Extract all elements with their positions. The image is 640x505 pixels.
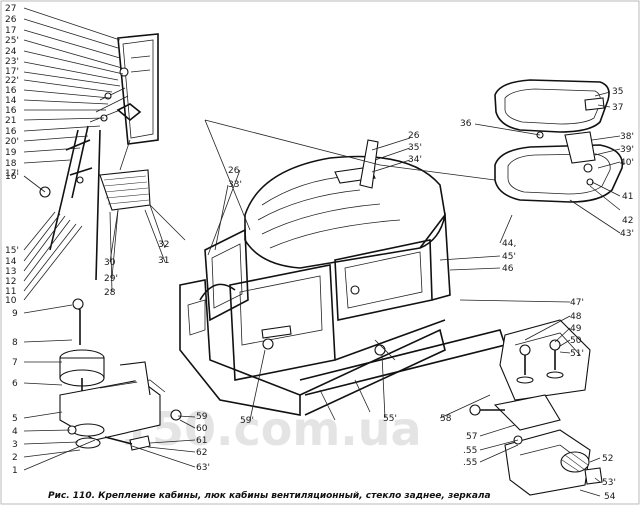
label-38: 38' <box>620 132 634 142</box>
roof-hatch-cover <box>494 79 610 133</box>
rear-view-mirror <box>89 33 159 145</box>
label-17: 17 <box>5 26 16 36</box>
label-1: 1 <box>12 466 18 476</box>
label-39: 39' <box>620 145 634 155</box>
label-43: 43' <box>620 229 634 239</box>
label-40: 40' <box>620 158 634 168</box>
label-26c: 26 <box>408 131 420 141</box>
label-42: 42 <box>622 216 633 226</box>
label-27: 27 <box>5 4 16 14</box>
label-10: 10 <box>5 296 17 306</box>
mirror-mount-block <box>99 169 186 241</box>
label-61: 61 <box>196 436 207 446</box>
label-48: 48 <box>570 312 582 322</box>
label-8: 8 <box>12 338 18 348</box>
label-19: 19 <box>5 148 17 158</box>
label-57: 57 <box>466 432 477 442</box>
label-37: 37 <box>612 103 623 113</box>
label-41: 41 <box>622 192 633 202</box>
label-3: 3 <box>12 440 18 450</box>
label-16b: 16 <box>5 106 17 116</box>
cab-mount-rear-upper <box>499 319 591 401</box>
label-35b: 35 <box>612 87 623 97</box>
label-52: 52 <box>602 454 613 464</box>
label-6: 6 <box>12 379 18 389</box>
label-17c: 17' <box>5 169 19 179</box>
label-23: 23' <box>5 57 19 67</box>
callout-labels: 27 26 17 25' 24 23' 17' 22' 16 14 16 21 … <box>5 4 634 502</box>
label-62: 62 <box>196 448 207 458</box>
label-36: 36 <box>460 119 472 129</box>
cab-body <box>179 139 507 421</box>
label-58: 58 <box>440 414 452 424</box>
label-18: 18 <box>5 159 17 169</box>
label-63: 63' <box>196 463 210 473</box>
label-20: 20' <box>5 137 19 147</box>
label-26b: 26 <box>228 166 240 176</box>
label-16-lower: 16' <box>5 172 19 182</box>
label-24: 24 <box>5 47 17 57</box>
label-59: 59 <box>196 412 208 422</box>
label-13: 13 <box>5 267 16 277</box>
label-45: 45' <box>502 252 516 262</box>
label-25: 25' <box>5 36 19 46</box>
label-53: 53' <box>602 478 616 488</box>
label-59b: 59' <box>240 416 254 426</box>
label-14a: 14 <box>5 96 17 106</box>
figure-caption: Рис. 110. Крепление кабины, люк кабины в… <box>48 490 491 501</box>
label-35a: 35' <box>408 143 422 153</box>
label-2: 2 <box>12 453 18 463</box>
label-60: 60 <box>196 424 208 434</box>
label-5: 5 <box>12 414 18 424</box>
label-29: 29' <box>104 274 118 284</box>
leader-lines <box>23 7 621 497</box>
label-51: 51' <box>570 349 584 359</box>
label-30: 30 <box>104 258 116 268</box>
label-9: 9 <box>12 309 18 319</box>
label-55c: .55 <box>463 458 477 468</box>
label-31: 31 <box>158 256 169 266</box>
label-50: 50 <box>570 336 582 346</box>
label-7: 7 <box>12 358 18 368</box>
label-44: 44, <box>502 239 516 249</box>
label-55a: 55' <box>383 414 397 424</box>
label-55b: .55 <box>463 446 477 456</box>
roof-hatch-frame <box>494 131 624 203</box>
label-54: 54 <box>604 492 616 502</box>
label-4: 4 <box>12 427 18 437</box>
label-34: 34' <box>408 155 422 165</box>
label-47: 47' <box>570 298 584 308</box>
cab-mount-rear-lower <box>469 394 603 496</box>
label-12: 12 <box>5 277 16 287</box>
cab-mount-left <box>59 298 182 451</box>
label-11: 11 <box>5 287 16 297</box>
watermark: 150.com.ua <box>120 402 422 456</box>
label-32: 32 <box>158 240 169 250</box>
label-16c: 16 <box>5 127 17 137</box>
label-46: 46 <box>502 264 514 274</box>
label-26: 26 <box>5 15 17 25</box>
label-22: 22' <box>5 76 19 86</box>
label-49: 49 <box>570 324 582 334</box>
label-33: 33' <box>228 180 242 190</box>
label-21: 21 <box>5 116 16 126</box>
label-14b: 14 <box>5 257 17 267</box>
label-15: 15' <box>5 246 19 256</box>
label-17b: 17' <box>5 67 19 77</box>
label-28: 28 <box>104 288 116 298</box>
label-16a: 16 <box>5 86 17 96</box>
